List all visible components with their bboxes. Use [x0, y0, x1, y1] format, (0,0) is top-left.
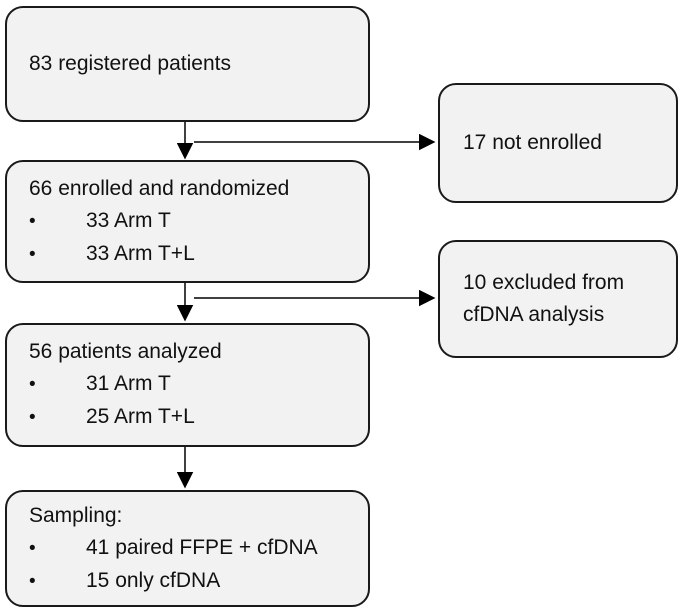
list-item: • 15 only cfDNA	[29, 565, 356, 598]
box-sampling-title: Sampling:	[29, 503, 123, 527]
list-item: • 33 Arm T	[29, 205, 356, 238]
box-not-enrolled: 17 not enrolled	[438, 83, 678, 203]
list-item: • 33 Arm T+L	[29, 238, 356, 271]
bullet-icon: •	[29, 537, 36, 559]
bullet-icon: •	[29, 210, 36, 232]
list-item: • 31 Arm T	[29, 368, 356, 401]
arm-tl-analyzed-count: 25 Arm T+L	[86, 405, 195, 428]
list-item: • 25 Arm T+L	[29, 401, 356, 434]
box-excluded-cfdna: 10 excluded from cfDNA analysis	[438, 240, 678, 358]
box-excluded-title: 10 excluded from cfDNA analysis	[463, 271, 625, 326]
paired-ffpe-cfdna-count: 41 paired FFPE + cfDNA	[86, 535, 318, 559]
arm-t-count: 33 Arm T	[86, 208, 171, 232]
box-registered-title: 83 registered patients	[29, 52, 231, 75]
box-patients-analyzed: 56 patients analyzed • 31 Arm T • 25 Arm…	[5, 323, 370, 447]
bullet-icon: •	[29, 243, 36, 265]
box-enrolled-title: 66 enrolled and randomized	[29, 176, 290, 200]
bullet-icon: •	[29, 374, 36, 395]
bullet-icon: •	[29, 570, 36, 592]
arm-t-analyzed-count: 31 Arm T	[86, 372, 171, 395]
box-enrolled-randomized: 66 enrolled and randomized • 33 Arm T • …	[5, 160, 370, 283]
box-registered-patients: 83 registered patients	[5, 6, 370, 122]
box-analyzed-title: 56 patients analyzed	[29, 340, 222, 363]
only-cfdna-count: 15 only cfDNA	[86, 568, 221, 592]
box-sampling: Sampling: • 41 paired FFPE + cfDNA • 15 …	[5, 490, 370, 607]
list-item: • 41 paired FFPE + cfDNA	[29, 532, 356, 565]
box-not-enrolled-title: 17 not enrolled	[463, 131, 602, 154]
bullet-icon: •	[29, 407, 36, 428]
arm-tl-count: 33 Arm T+L	[86, 241, 195, 265]
